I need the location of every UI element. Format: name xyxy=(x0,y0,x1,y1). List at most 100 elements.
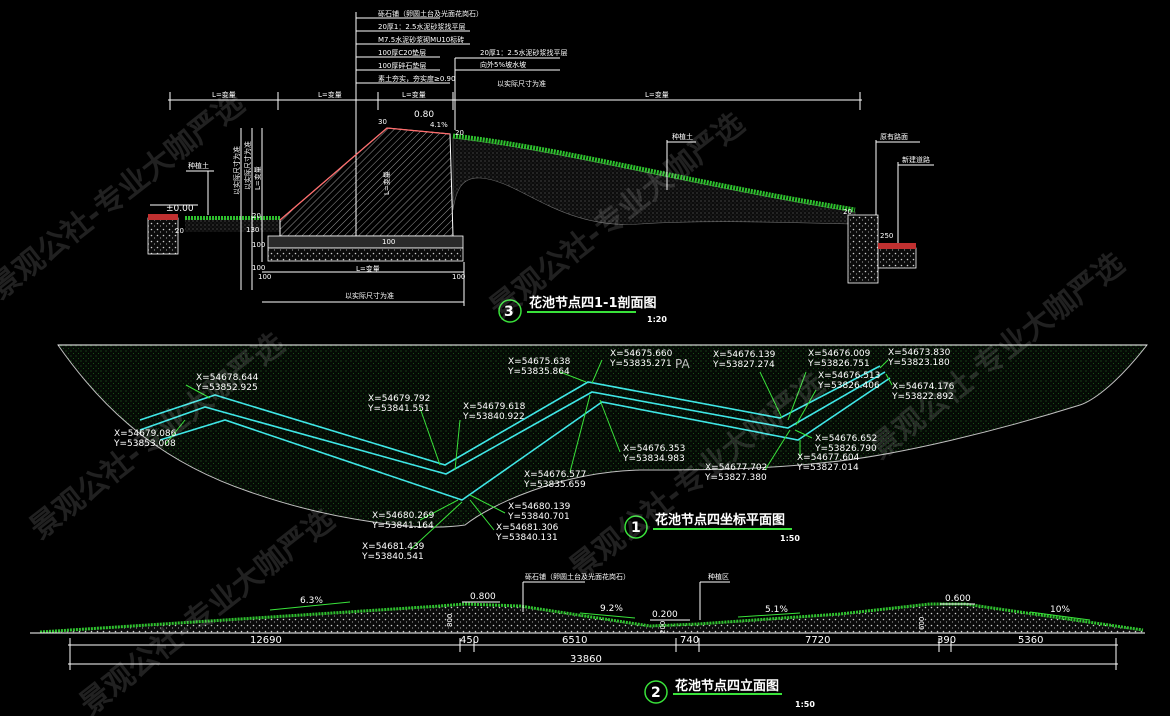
layer-text-1: 砾石铺（卵圆土台及光面花岗石） xyxy=(378,9,483,18)
coord-6-x: X=54680.139 xyxy=(508,502,571,512)
layer-text-4: 100厚C20垫层 xyxy=(378,48,426,57)
elevation-number: 2 xyxy=(651,685,661,701)
layer-text-6: 素土夯实，夯实度≥0.90 xyxy=(378,74,455,83)
coord-5-y: Y=53840.541 xyxy=(361,552,424,562)
coord-9-y: Y=53835.864 xyxy=(507,367,570,377)
top-dim-3: L=变量 xyxy=(402,90,426,99)
dim-100-c: 100 xyxy=(382,238,395,246)
coord-19-x: X=54677.702 xyxy=(705,463,767,473)
coord-16-y: Y=53822.892 xyxy=(891,392,954,402)
left-curb xyxy=(147,217,179,255)
coord-4-x: X=54680.269 xyxy=(372,511,435,521)
left-note-vert-2: 以实际尺寸为准 xyxy=(243,141,252,190)
coord-0-y: Y=53853.008 xyxy=(113,439,176,449)
height-3: 0.600 xyxy=(945,594,971,604)
planting-bed-outline xyxy=(57,344,1149,528)
coord-8-x: X=54676.577 xyxy=(524,470,586,480)
coord-1-y: Y=53852.925 xyxy=(195,383,258,393)
coord-13-x: X=54676.009 xyxy=(808,349,871,359)
coord-2-y: Y=53841.551 xyxy=(367,404,430,414)
plant-label-right: 种植土 xyxy=(672,132,693,141)
elevation-label-right: 种植区 xyxy=(708,572,729,581)
top-dim-4: L=变量 xyxy=(645,90,669,99)
coord-1-x: X=54678.644 xyxy=(196,373,259,383)
dim-30: 30 xyxy=(378,118,387,126)
vert-dim-3: 600 xyxy=(918,617,926,630)
coord-4-y: Y=53841.164 xyxy=(371,521,434,531)
coord-14-y: Y=53826.406 xyxy=(817,381,880,391)
wall-top-finish xyxy=(279,127,451,221)
section-number: 3 xyxy=(504,304,514,320)
elevation-drawing: 6.3% 9.2% 5.1% 10% 0.800 0.200 0.600 800… xyxy=(30,572,1145,709)
coord-16-x: X=54674.176 xyxy=(892,382,955,392)
segment-7: 5360 xyxy=(1018,635,1043,646)
pa-label: PA xyxy=(675,357,690,371)
dim-20-curb: 20 xyxy=(175,227,184,235)
coord-5-x: X=54681.439 xyxy=(362,542,425,552)
top-width-dim: 0.80 xyxy=(414,110,434,120)
coord-18-x: X=54677.604 xyxy=(797,453,860,463)
watermark-6: 景观公社-专业大咖严选 xyxy=(73,502,341,716)
coord-19-y: Y=53827.380 xyxy=(704,473,767,483)
dim-100-a: 100 xyxy=(252,241,265,249)
segment-3: 6510 xyxy=(562,635,587,646)
coord-8-y: Y=53835.659 xyxy=(523,480,586,490)
coord-13-y: Y=53826.751 xyxy=(807,359,870,369)
plan-scale: 1:50 xyxy=(780,534,800,543)
coord-17-x: X=54676.652 xyxy=(815,434,877,444)
plant-label-left: 种植土 xyxy=(188,161,209,170)
coord-7-y: Y=53840.131 xyxy=(495,533,558,543)
coord-10-x: X=54675.660 xyxy=(610,349,673,359)
existing-road-label: 原有路面 xyxy=(880,132,908,141)
coord-6-y: Y=53840.701 xyxy=(507,512,570,522)
segment-5: 7720 xyxy=(805,635,830,646)
section-scale: 1:20 xyxy=(647,315,667,324)
base-concrete xyxy=(267,235,464,249)
segment-6: 390 xyxy=(937,635,956,646)
left-var-vert: L=变量 xyxy=(253,166,262,190)
coord-11-y: Y=53834.983 xyxy=(622,454,685,464)
section-title: 花池节点四1-1剖面图 xyxy=(529,295,657,311)
right-curb xyxy=(847,214,879,284)
bottom-note: 以实际尺寸为准 xyxy=(345,291,394,300)
dim-100-b: 100 xyxy=(252,264,265,272)
slope-4: 10% xyxy=(1050,605,1070,615)
plan-number: 1 xyxy=(631,520,641,536)
wall-line-3 xyxy=(159,377,891,501)
coord-7-x: X=54681.306 xyxy=(496,523,559,533)
vert-dim-1: 800 xyxy=(446,614,454,627)
new-road-label: 新建道路 xyxy=(902,155,930,164)
coord-2-x: X=54679.792 xyxy=(368,394,430,404)
coord-0-x: X=54679.086 xyxy=(114,429,177,439)
coord-12-y: Y=53827.274 xyxy=(712,360,775,370)
layer-text-5: 100厚碎石垫层 xyxy=(378,61,426,70)
coord-14-x: X=54676.513 xyxy=(818,371,880,381)
coord-9-x: X=54675.638 xyxy=(508,357,571,367)
elevation-label-left: 砾石铺（卵圆土台及光面花岗石） xyxy=(525,572,630,581)
plan-title: 花池节点四坐标平面图 xyxy=(655,512,785,528)
dim-20-right: 20 xyxy=(843,208,852,216)
slope-1: 6.3% xyxy=(300,596,323,606)
top-note: 以实际尺寸为准 xyxy=(497,79,546,88)
slope-3: 5.1% xyxy=(765,605,788,615)
height-2: 0.200 xyxy=(652,610,678,620)
layer-text-3: M7.5水泥砂浆砌MU10标砖 xyxy=(378,35,464,44)
coord-12-x: X=54676.139 xyxy=(713,350,776,360)
slope-2: 9.2% xyxy=(600,604,623,614)
elevation-scale: 1:50 xyxy=(795,700,815,709)
coord-15-y: Y=53823.180 xyxy=(887,358,950,368)
watermark-1: 景观公社-专业大咖严选 xyxy=(0,86,251,306)
layer-text-2: 20厚1：2.5水泥砂浆找平层 xyxy=(378,22,466,31)
wall-line-1 xyxy=(139,365,881,466)
segment-4: 740 xyxy=(680,635,699,646)
dim-100-e: 100 xyxy=(452,273,465,281)
coord-11-x: X=54676.353 xyxy=(623,444,685,454)
coord-15-x: X=54673.830 xyxy=(888,348,951,358)
height-1: 0.800 xyxy=(470,592,496,602)
wall-var-vert: L=变量 xyxy=(382,171,391,195)
bottom-var: L=变量 xyxy=(356,264,380,273)
dim-20-left: 20 xyxy=(252,212,261,220)
wall-line-2 xyxy=(139,371,886,475)
coord-17-y: Y=53826.790 xyxy=(814,444,877,454)
